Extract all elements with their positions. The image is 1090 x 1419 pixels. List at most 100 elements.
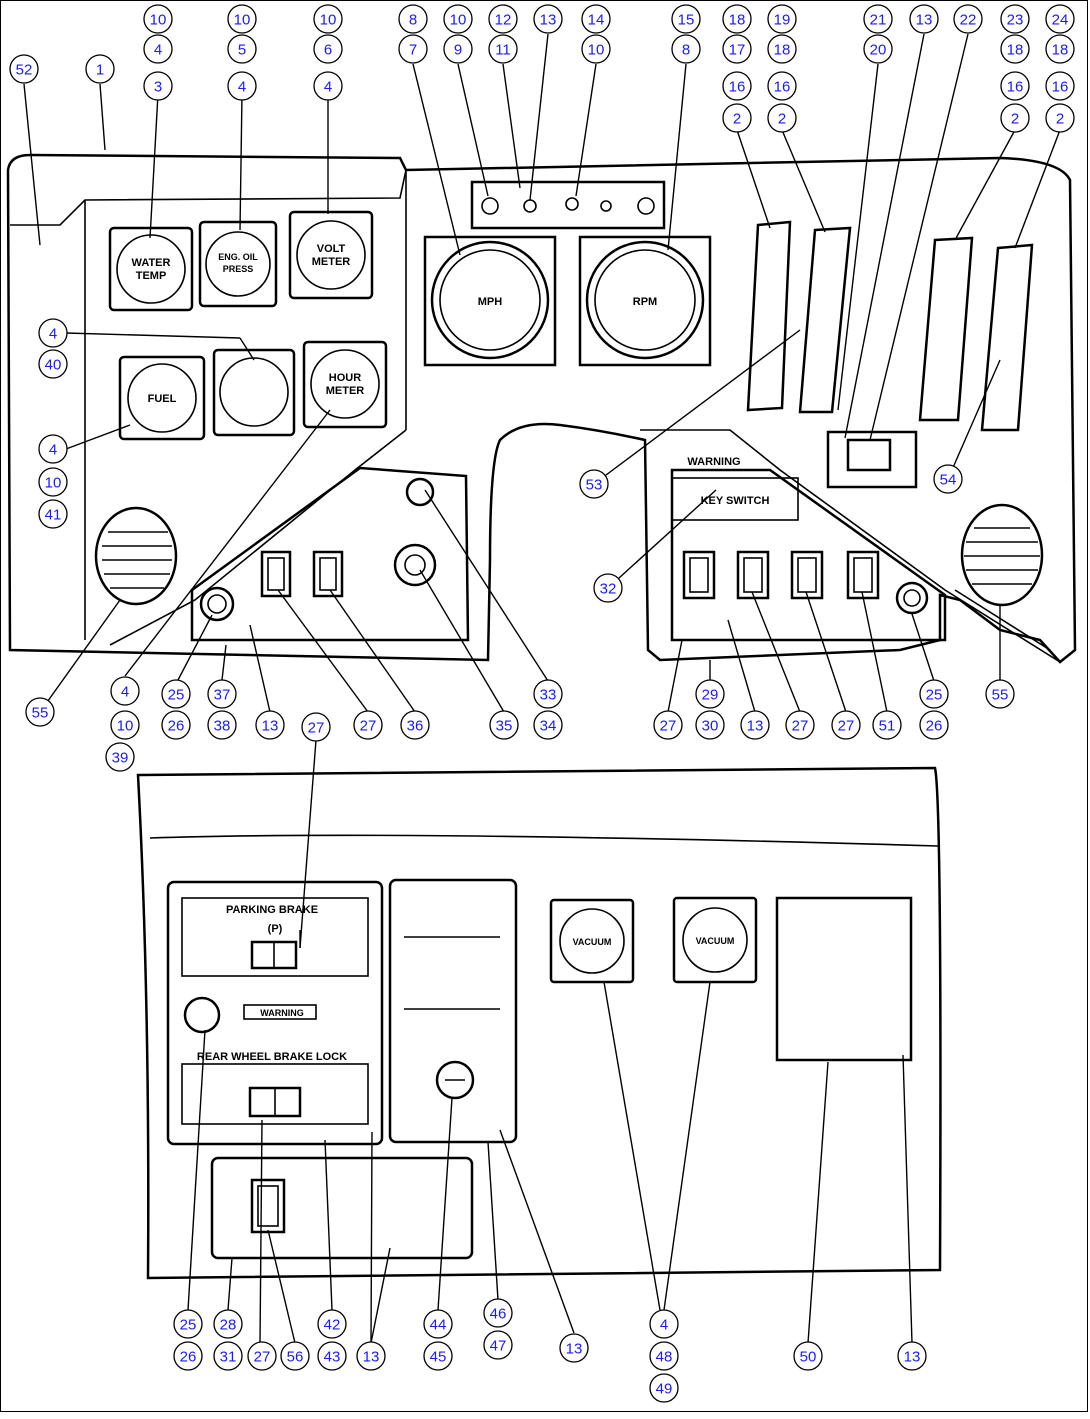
- callout-number: 16: [729, 79, 746, 96]
- callout-number: 49: [656, 1381, 673, 1398]
- callout-circle: [280, 1341, 310, 1371]
- callout-number: 10: [150, 12, 167, 29]
- callout-number: 42: [324, 1317, 341, 1334]
- callout-circle: [533, 4, 563, 34]
- callout-number: 3: [154, 79, 162, 96]
- callout-number: 1: [96, 62, 104, 79]
- rear-wheel-brake-lock-label: REAR WHEEL BRAKE LOCK: [197, 1051, 347, 1063]
- callout-circle: [593, 573, 623, 603]
- callout-53: 53: [579, 469, 609, 499]
- callout-number: 10: [320, 12, 337, 29]
- callout-number: 33: [540, 687, 557, 704]
- callout-35: 35: [489, 710, 519, 740]
- callout-circle: [398, 4, 428, 34]
- callout-circle: [173, 1309, 203, 1339]
- eng-oil-press-gauge: ENG. OIL PRESS: [198, 220, 278, 308]
- callout-number: 27: [254, 1349, 271, 1366]
- callout-number: 29: [702, 687, 719, 704]
- callout-circle: [722, 71, 752, 101]
- callout-circle: [161, 679, 191, 709]
- callout-2: 2: [722, 103, 752, 133]
- callout-number: 7: [409, 42, 417, 59]
- water-temp-gauge: WATER TEMP: [108, 226, 194, 312]
- callout-circle: [25, 697, 55, 727]
- callout-16: 16: [1045, 71, 1075, 101]
- callout-circle: [301, 712, 331, 742]
- bar-gauges: [746, 220, 1034, 432]
- callout-number: 53: [586, 477, 603, 494]
- callout-16: 16: [767, 71, 797, 101]
- callout-9: 9: [443, 34, 473, 64]
- callout-number: 30: [702, 718, 719, 735]
- callout-4: 4: [143, 34, 173, 64]
- parking-brake-label: PARKING BRAKE: [226, 904, 318, 916]
- callout-44: 44: [423, 1309, 453, 1339]
- callout-circle: [38, 434, 68, 464]
- vacuum-gauge-right: VACUUM: [672, 896, 758, 984]
- callout-number: 31: [220, 1349, 237, 1366]
- callout-28: 28: [213, 1309, 243, 1339]
- callout-number: 17: [729, 42, 746, 59]
- callout-number: 56: [287, 1349, 304, 1366]
- callout-25: 25: [173, 1309, 203, 1339]
- fuel-gauge: FUEL: [118, 355, 206, 441]
- callout-number: 27: [838, 718, 855, 735]
- callout-circle: [785, 710, 815, 740]
- callout-circle: [559, 1333, 589, 1363]
- callout-circle: [863, 4, 893, 34]
- callout-10: 10: [227, 4, 257, 34]
- callout-number: 24: [1052, 12, 1069, 29]
- vacuum-left-label: VACUUM: [573, 937, 612, 947]
- callout-circle: [653, 710, 683, 740]
- callout-number: 16: [1007, 79, 1024, 96]
- callout-circle: [1045, 4, 1075, 34]
- blank-gauge: [212, 348, 296, 437]
- callout-number: 4: [660, 1317, 668, 1334]
- callout-number: 16: [774, 79, 791, 96]
- callout-13: 13: [356, 1341, 386, 1371]
- callout-4: 4: [313, 71, 343, 101]
- callout-circle: [398, 34, 428, 64]
- callout-number: 23: [1007, 12, 1024, 29]
- callout-52: 52: [9, 54, 39, 84]
- callout-31: 31: [213, 1341, 243, 1371]
- callout-number: 18: [1052, 42, 1069, 59]
- upper-dashboard: WATER TEMP ENG. OIL PRESS VOLT METER FUE…: [6, 153, 1077, 664]
- callout-number: 18: [774, 42, 791, 59]
- callout-circle: [161, 710, 191, 740]
- callout-number: 10: [45, 475, 62, 492]
- callout-number: 46: [490, 1306, 507, 1323]
- mph-label: MPH: [478, 296, 503, 308]
- callout-circle: [317, 1309, 347, 1339]
- callout-number: 44: [430, 1317, 447, 1334]
- callout-circle: [38, 318, 68, 348]
- callout-47: 47: [483, 1330, 513, 1360]
- callout-56: 56: [280, 1341, 310, 1371]
- callout-circle: [897, 1341, 927, 1371]
- callout-circle: [793, 1341, 823, 1371]
- callout-15: 15: [671, 4, 701, 34]
- callout-circle: [933, 464, 963, 494]
- callout-number: 10: [588, 42, 605, 59]
- callout-circle: [722, 34, 752, 64]
- callout-7: 7: [398, 34, 428, 64]
- callout-4: 4: [38, 434, 68, 464]
- lower-switch-housing: [210, 1156, 474, 1260]
- callout-circle: [143, 71, 173, 101]
- callout-circle: [143, 4, 173, 34]
- callout-circle: [533, 679, 563, 709]
- key-switch-label: KEY SWITCH: [701, 495, 770, 507]
- callout-circle: [1045, 34, 1075, 64]
- eng-oil-label-2: PRESS: [223, 264, 254, 274]
- brake-control-plate: PARKING BRAKE (P) WARNING REAR WHEEL BRA…: [166, 880, 384, 1146]
- callout-number: 35: [496, 718, 513, 735]
- callout-2: 2: [1000, 103, 1030, 133]
- callout-circle: [695, 710, 725, 740]
- callout-27: 27: [301, 712, 331, 742]
- callout-41: 41: [38, 499, 68, 529]
- callout-number: 43: [324, 1349, 341, 1366]
- callout-circle: [483, 1330, 513, 1360]
- callout-12: 12: [488, 4, 518, 34]
- callout-18: 18: [1000, 34, 1030, 64]
